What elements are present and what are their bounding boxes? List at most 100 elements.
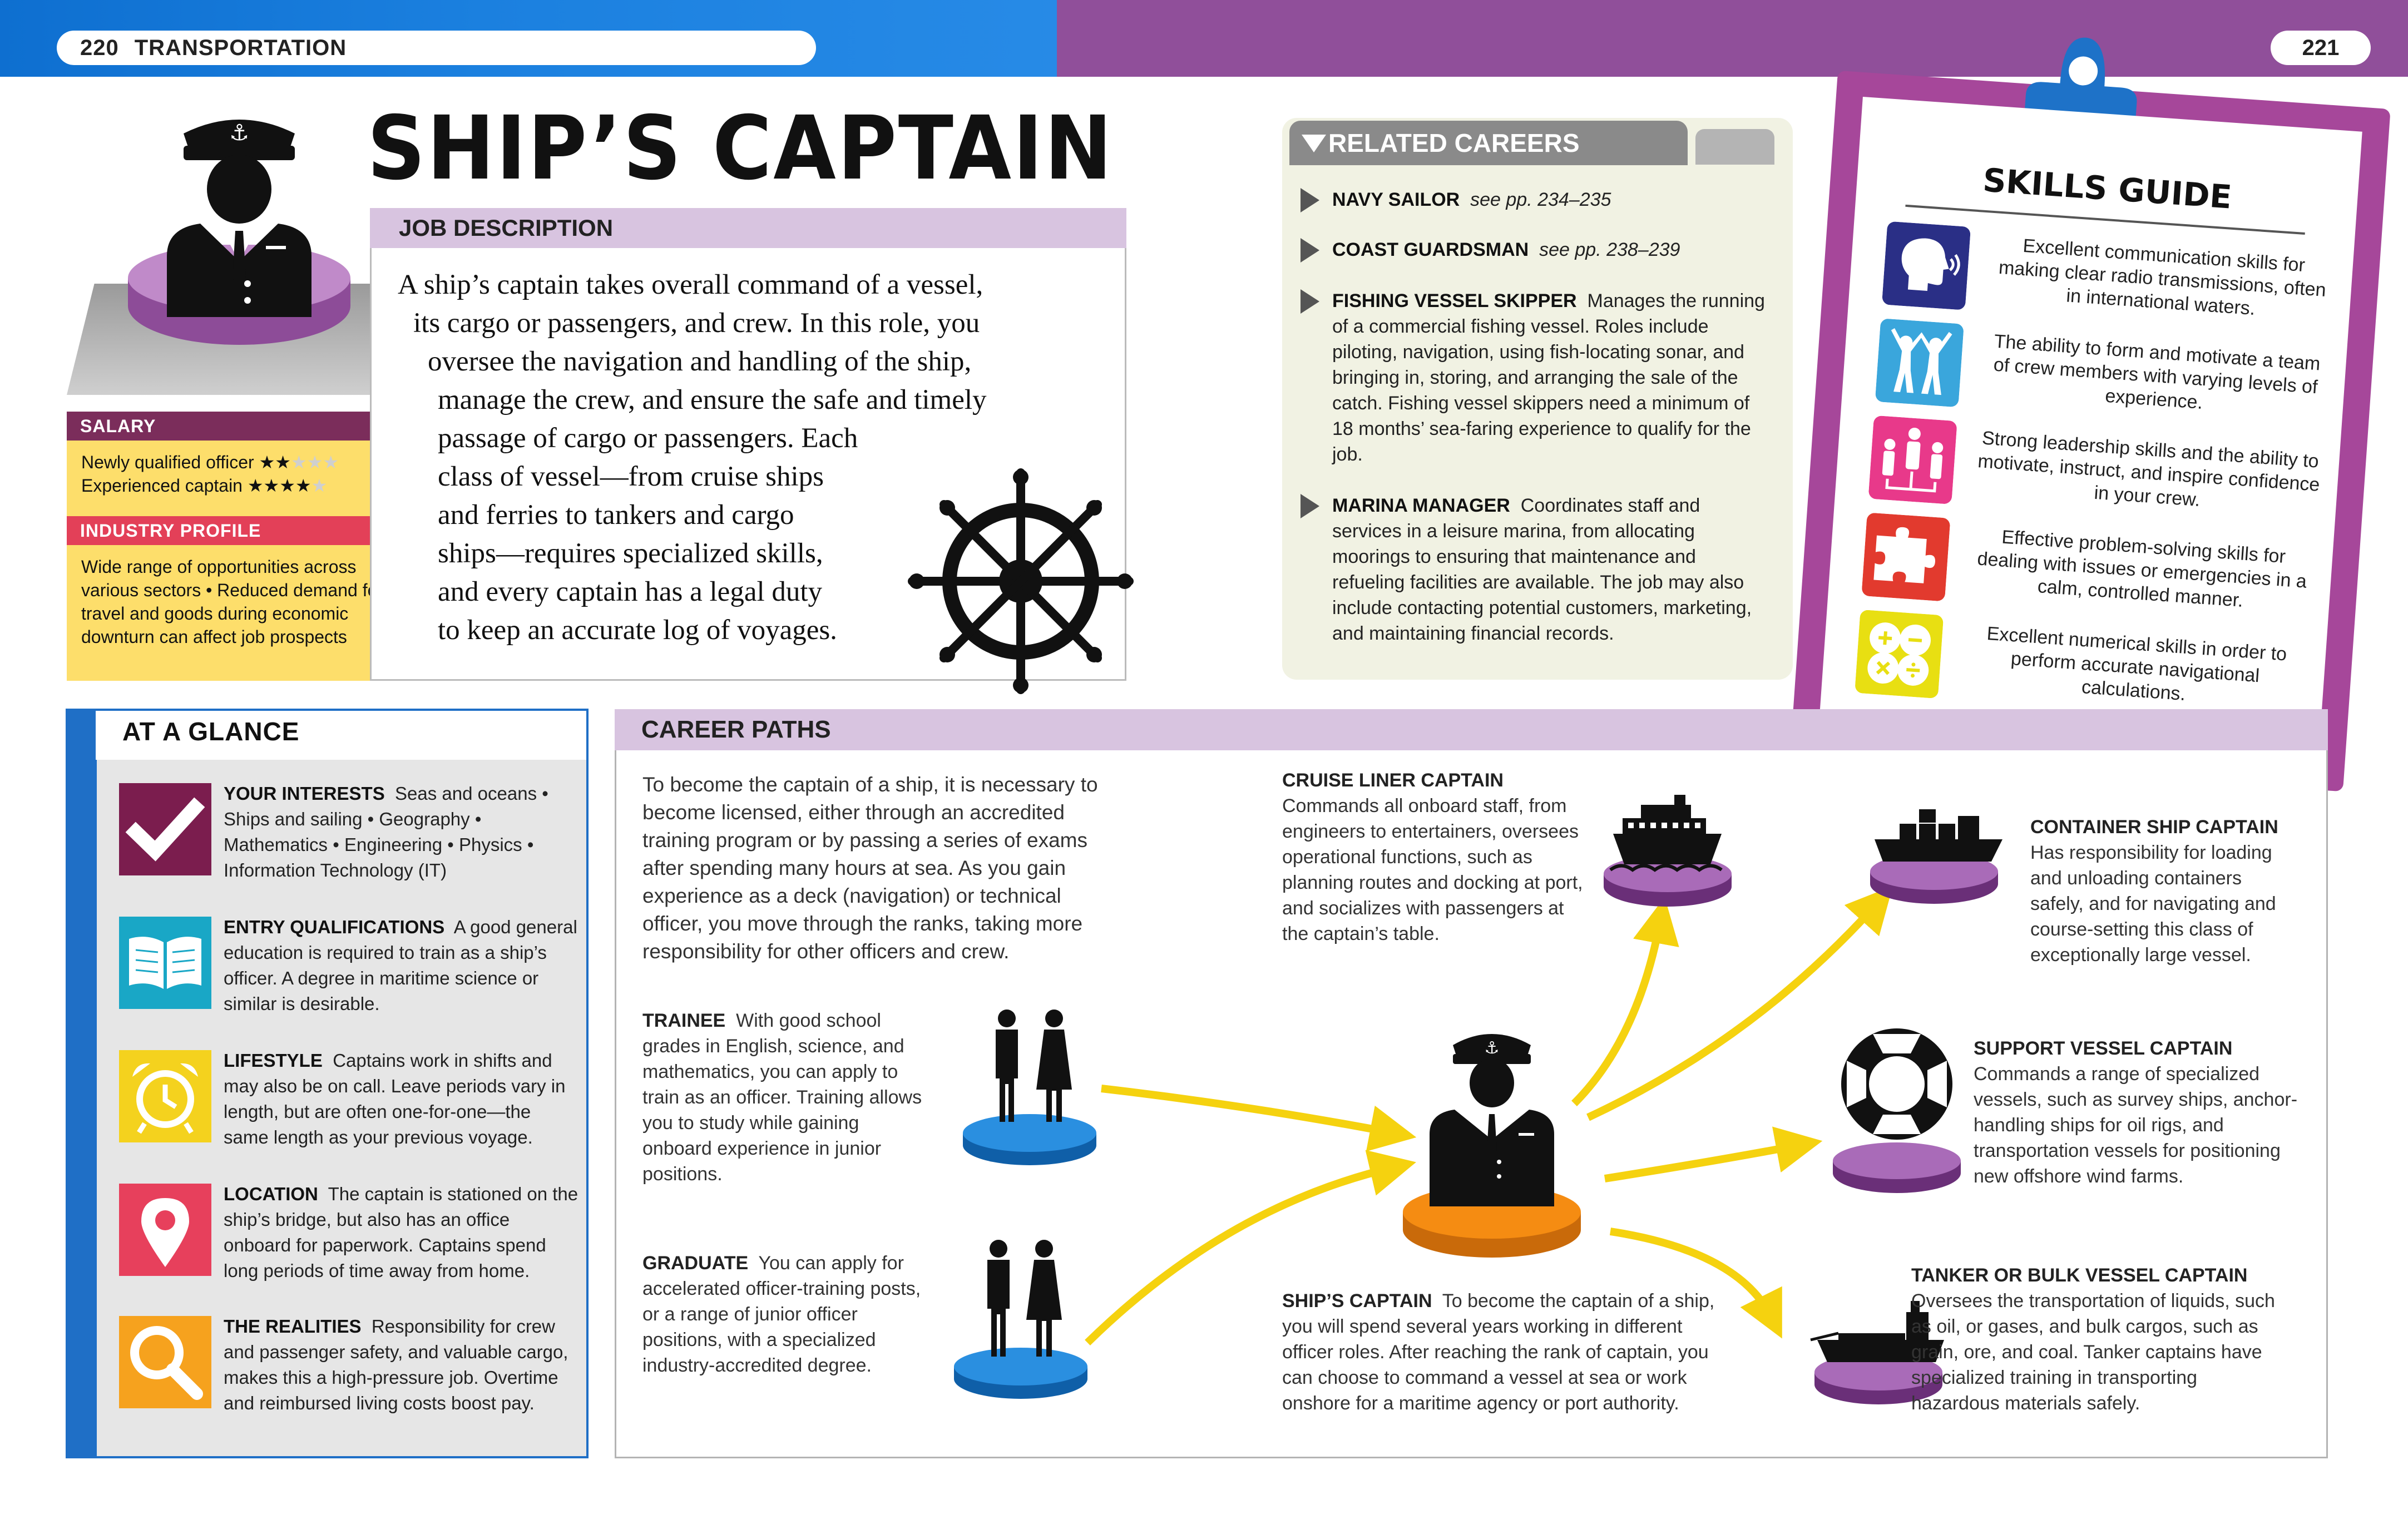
star-filled-icon: ★ — [247, 476, 264, 496]
career-captain-text: To become the captain of a ship, you wil… — [1282, 1290, 1715, 1414]
career-captain-title: SHIP’S CAPTAIN — [1282, 1290, 1432, 1312]
arrow-right-icon — [1301, 188, 1319, 212]
page-title: SHIP’S CAPTAIN — [367, 97, 1114, 200]
glance-title: THE REALITIES — [224, 1316, 362, 1337]
salary-experienced-stars: ★★★★★ — [248, 476, 327, 496]
related-career-navy-sailor: NAVY SAILOR see pp. 234–235 — [1332, 187, 1777, 212]
at-a-glance-heading: AT A GLANCE — [122, 717, 300, 746]
puzzle-icon — [1862, 513, 1950, 601]
skills-guide-clipboard: SKILLS GUIDE Excellent communication ski… — [1790, 37, 2391, 792]
salary-newly-stars: ★★★★★ — [259, 452, 339, 472]
career-support-title: SUPPORT VESSEL CAPTAIN — [1974, 1038, 2233, 1059]
career-graduate: GRADUATE You can apply for accelerated o… — [642, 1250, 926, 1378]
career-graduate-text: You can apply for accelerated officer-tr… — [642, 1253, 921, 1376]
skill-text: Excellent communication skills for makin… — [1997, 235, 2327, 320]
glance-item-realities: THE REALITIES Responsibility for crew an… — [119, 1316, 575, 1433]
magnifier-icon — [119, 1316, 211, 1408]
math-symbols-icon — [1855, 610, 1944, 699]
svg-text:⚓: ⚓ — [1485, 1038, 1500, 1058]
job-line: its cargo or passengers, and crew. In th… — [413, 308, 980, 339]
star-filled-icon: ★ — [259, 452, 275, 472]
career-paths-intro: To become the captain of a ship, it is n… — [642, 773, 1098, 963]
career-tanker-title: TANKER OR BULK VESSEL CAPTAIN — [1911, 1265, 2248, 1286]
related-career-text: Coordinates staff and services in a leis… — [1332, 495, 1752, 644]
glance-body: Seas and oceans • Ships and sailing • Ge… — [224, 783, 548, 880]
career-support-vessel: SUPPORT VESSEL CAPTAIN Commands a range … — [1974, 1036, 2302, 1189]
career-cruise-title: CRUISE LINER CAPTAIN — [1282, 770, 1504, 791]
career-support-text: Commands a range of specialized vessels,… — [1974, 1063, 2298, 1187]
salary-newly-label: Newly qualified officer — [81, 452, 254, 472]
job-line: and ferries to tankers and cargo — [438, 499, 794, 531]
glance-text: LOCATION The captain is stationed on the… — [224, 1181, 580, 1284]
triangle-down-icon — [1302, 135, 1326, 152]
career-trainee-title: TRAINEE — [642, 1010, 726, 1031]
arrow-right-icon — [1301, 289, 1319, 314]
salary-experienced-label: Experienced captain — [81, 476, 243, 496]
open-book-icon — [119, 917, 211, 1009]
career-graduate-title: GRADUATE — [642, 1253, 749, 1274]
glance-item-entry-qualifications: ENTRY QUALIFICATIONS A good general educ… — [119, 917, 577, 1033]
job-line: class of vessel—from cruise ships — [438, 461, 824, 492]
glance-body: A good general education is required to … — [224, 917, 577, 1014]
clipboard-paper: SKILLS GUIDE Excellent communication ski… — [1818, 97, 2362, 765]
career-cruise-liner: CRUISE LINER CAPTAIN Commands all onboar… — [1282, 768, 1594, 947]
salary-heading: SALARY — [67, 412, 413, 441]
arrow-right-icon — [1301, 494, 1319, 518]
career-container-title: CONTAINER SHIP CAPTAIN — [2030, 817, 2278, 838]
skill-text: Effective problem-solving skills for dea… — [1976, 526, 2308, 611]
industry-profile-heading: INDUSTRY PROFILE — [67, 516, 413, 545]
related-careers-box — [1282, 118, 1793, 680]
glance-title: LIFESTYLE — [224, 1050, 323, 1071]
related-careers-heading: RELATED CAREERS — [1289, 121, 1688, 165]
container-ship-icon — [1870, 809, 2002, 904]
ships-wheel-icon — [908, 468, 1134, 694]
related-career-text: Manages the running of a commercial fish… — [1332, 290, 1765, 465]
job-line: to keep an accurate log of voyages. — [438, 615, 837, 646]
career-trainee: TRAINEE With good school grades in Engli… — [642, 1008, 932, 1187]
job-line: manage the crew, and ensure the safe and… — [438, 384, 987, 415]
at-a-glance-header-bg — [96, 711, 586, 760]
section-label: TRANSPORTATION — [134, 36, 347, 60]
arrow-captain-to-cruise — [1571, 897, 1679, 1106]
header-band-right — [1057, 0, 2408, 77]
cruise-ship-icon — [1604, 795, 1732, 907]
star-empty-icon: ★ — [311, 476, 328, 496]
glance-text: YOUR INTERESTS Seas and oceans • Ships a… — [224, 781, 580, 883]
tanker-ship-icon — [1810, 1301, 1944, 1404]
glance-body: The captain is stationed on the ship’s b… — [224, 1184, 578, 1281]
glance-item-location: LOCATION The captain is stationed on the… — [119, 1184, 578, 1300]
arrow-captain-to-support — [1604, 1126, 1823, 1182]
star-empty-icon: ★ — [290, 452, 307, 472]
career-container-ship: CONTAINER SHIP CAPTAIN Has responsibilit… — [2030, 814, 2292, 968]
star-empty-icon: ★ — [306, 452, 323, 472]
related-career-title: COAST GUARDSMAN — [1332, 239, 1529, 260]
career-trainee-text: With good school grades in English, scie… — [642, 1010, 922, 1185]
job-line: oversee the navigation and handling of t… — [428, 346, 972, 377]
skill-item: Excellent communication skills for makin… — [1882, 221, 2342, 337]
related-career-title: FISHING VESSEL SKIPPER — [1332, 290, 1577, 311]
career-tanker: TANKER OR BULK VESSEL CAPTAIN Oversees t… — [1911, 1263, 2290, 1416]
glance-body: Captains work in shifts and may also be … — [224, 1050, 566, 1147]
salary-newly-qualified: Newly qualified officer ★★★★★ — [81, 452, 339, 473]
related-career-title: MARINA MANAGER — [1332, 495, 1510, 516]
lifebuoy-icon — [1833, 1028, 1961, 1193]
glance-text: THE REALITIES Responsibility for crew an… — [224, 1314, 580, 1416]
star-filled-icon: ★ — [295, 476, 311, 496]
star-filled-icon: ★ — [279, 476, 295, 496]
job-line: and every captain has a legal duty — [438, 576, 823, 607]
ship-captain-icon: ⚓ — [167, 120, 311, 317]
related-career-ref: see pp. 234–235 — [1470, 189, 1611, 210]
career-ships-captain: SHIP’S CAPTAIN To become the captain of … — [1282, 1288, 1738, 1416]
career-arrows — [1085, 885, 1893, 1346]
skill-item: Excellent numerical skills in order to p… — [1855, 610, 2315, 725]
job-line: A ship’s captain takes overall command o… — [398, 269, 983, 300]
trainee-icon — [963, 1010, 1096, 1165]
star-filled-icon: ★ — [263, 476, 280, 496]
skill-text: The ability to form and motivate a team … — [1992, 330, 2321, 413]
glance-text: ENTRY QUALIFICATIONS A good general educ… — [224, 914, 580, 1017]
glance-body: Responsibility for crew and passenger sa… — [224, 1316, 568, 1413]
related-career-fishing-skipper: FISHING VESSEL SKIPPER Manages the runni… — [1332, 288, 1772, 467]
arrow-captain-to-container — [1586, 885, 1893, 1121]
related-career-coast-guardsman: COAST GUARDSMAN see pp. 238–239 — [1332, 237, 1777, 263]
